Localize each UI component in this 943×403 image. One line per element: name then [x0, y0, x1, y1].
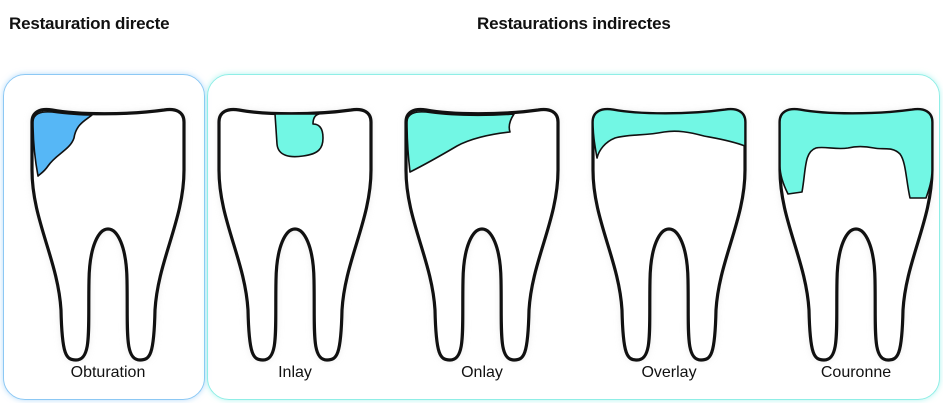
label-overlay: Overlay	[589, 364, 749, 382]
tooth-couronne	[780, 110, 932, 361]
label-couronne: Couronne	[776, 364, 936, 382]
tooth-inlay	[219, 110, 371, 361]
tooth-onlay	[406, 110, 558, 361]
label-inlay: Inlay	[215, 364, 375, 382]
label-obturation: Obturation	[28, 364, 188, 382]
tooth-obturation	[32, 110, 184, 361]
tooth-overlay	[593, 110, 745, 361]
label-onlay: Onlay	[402, 364, 562, 382]
